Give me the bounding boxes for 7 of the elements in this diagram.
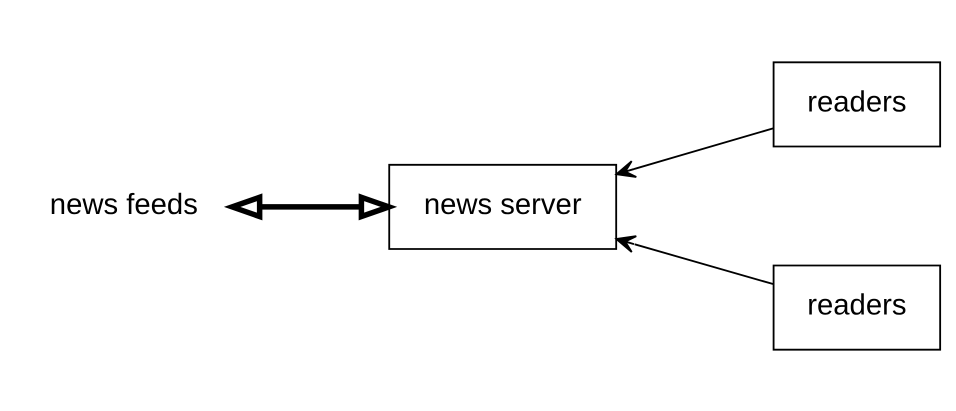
node-box: readers bbox=[772, 60, 942, 147]
arrow bbox=[224, 192, 398, 220]
node-text: news feeds bbox=[50, 187, 198, 220]
node-box: readers bbox=[772, 264, 942, 350]
arrow bbox=[616, 234, 774, 284]
arrow bbox=[616, 127, 774, 178]
node-box: news server bbox=[388, 163, 618, 250]
